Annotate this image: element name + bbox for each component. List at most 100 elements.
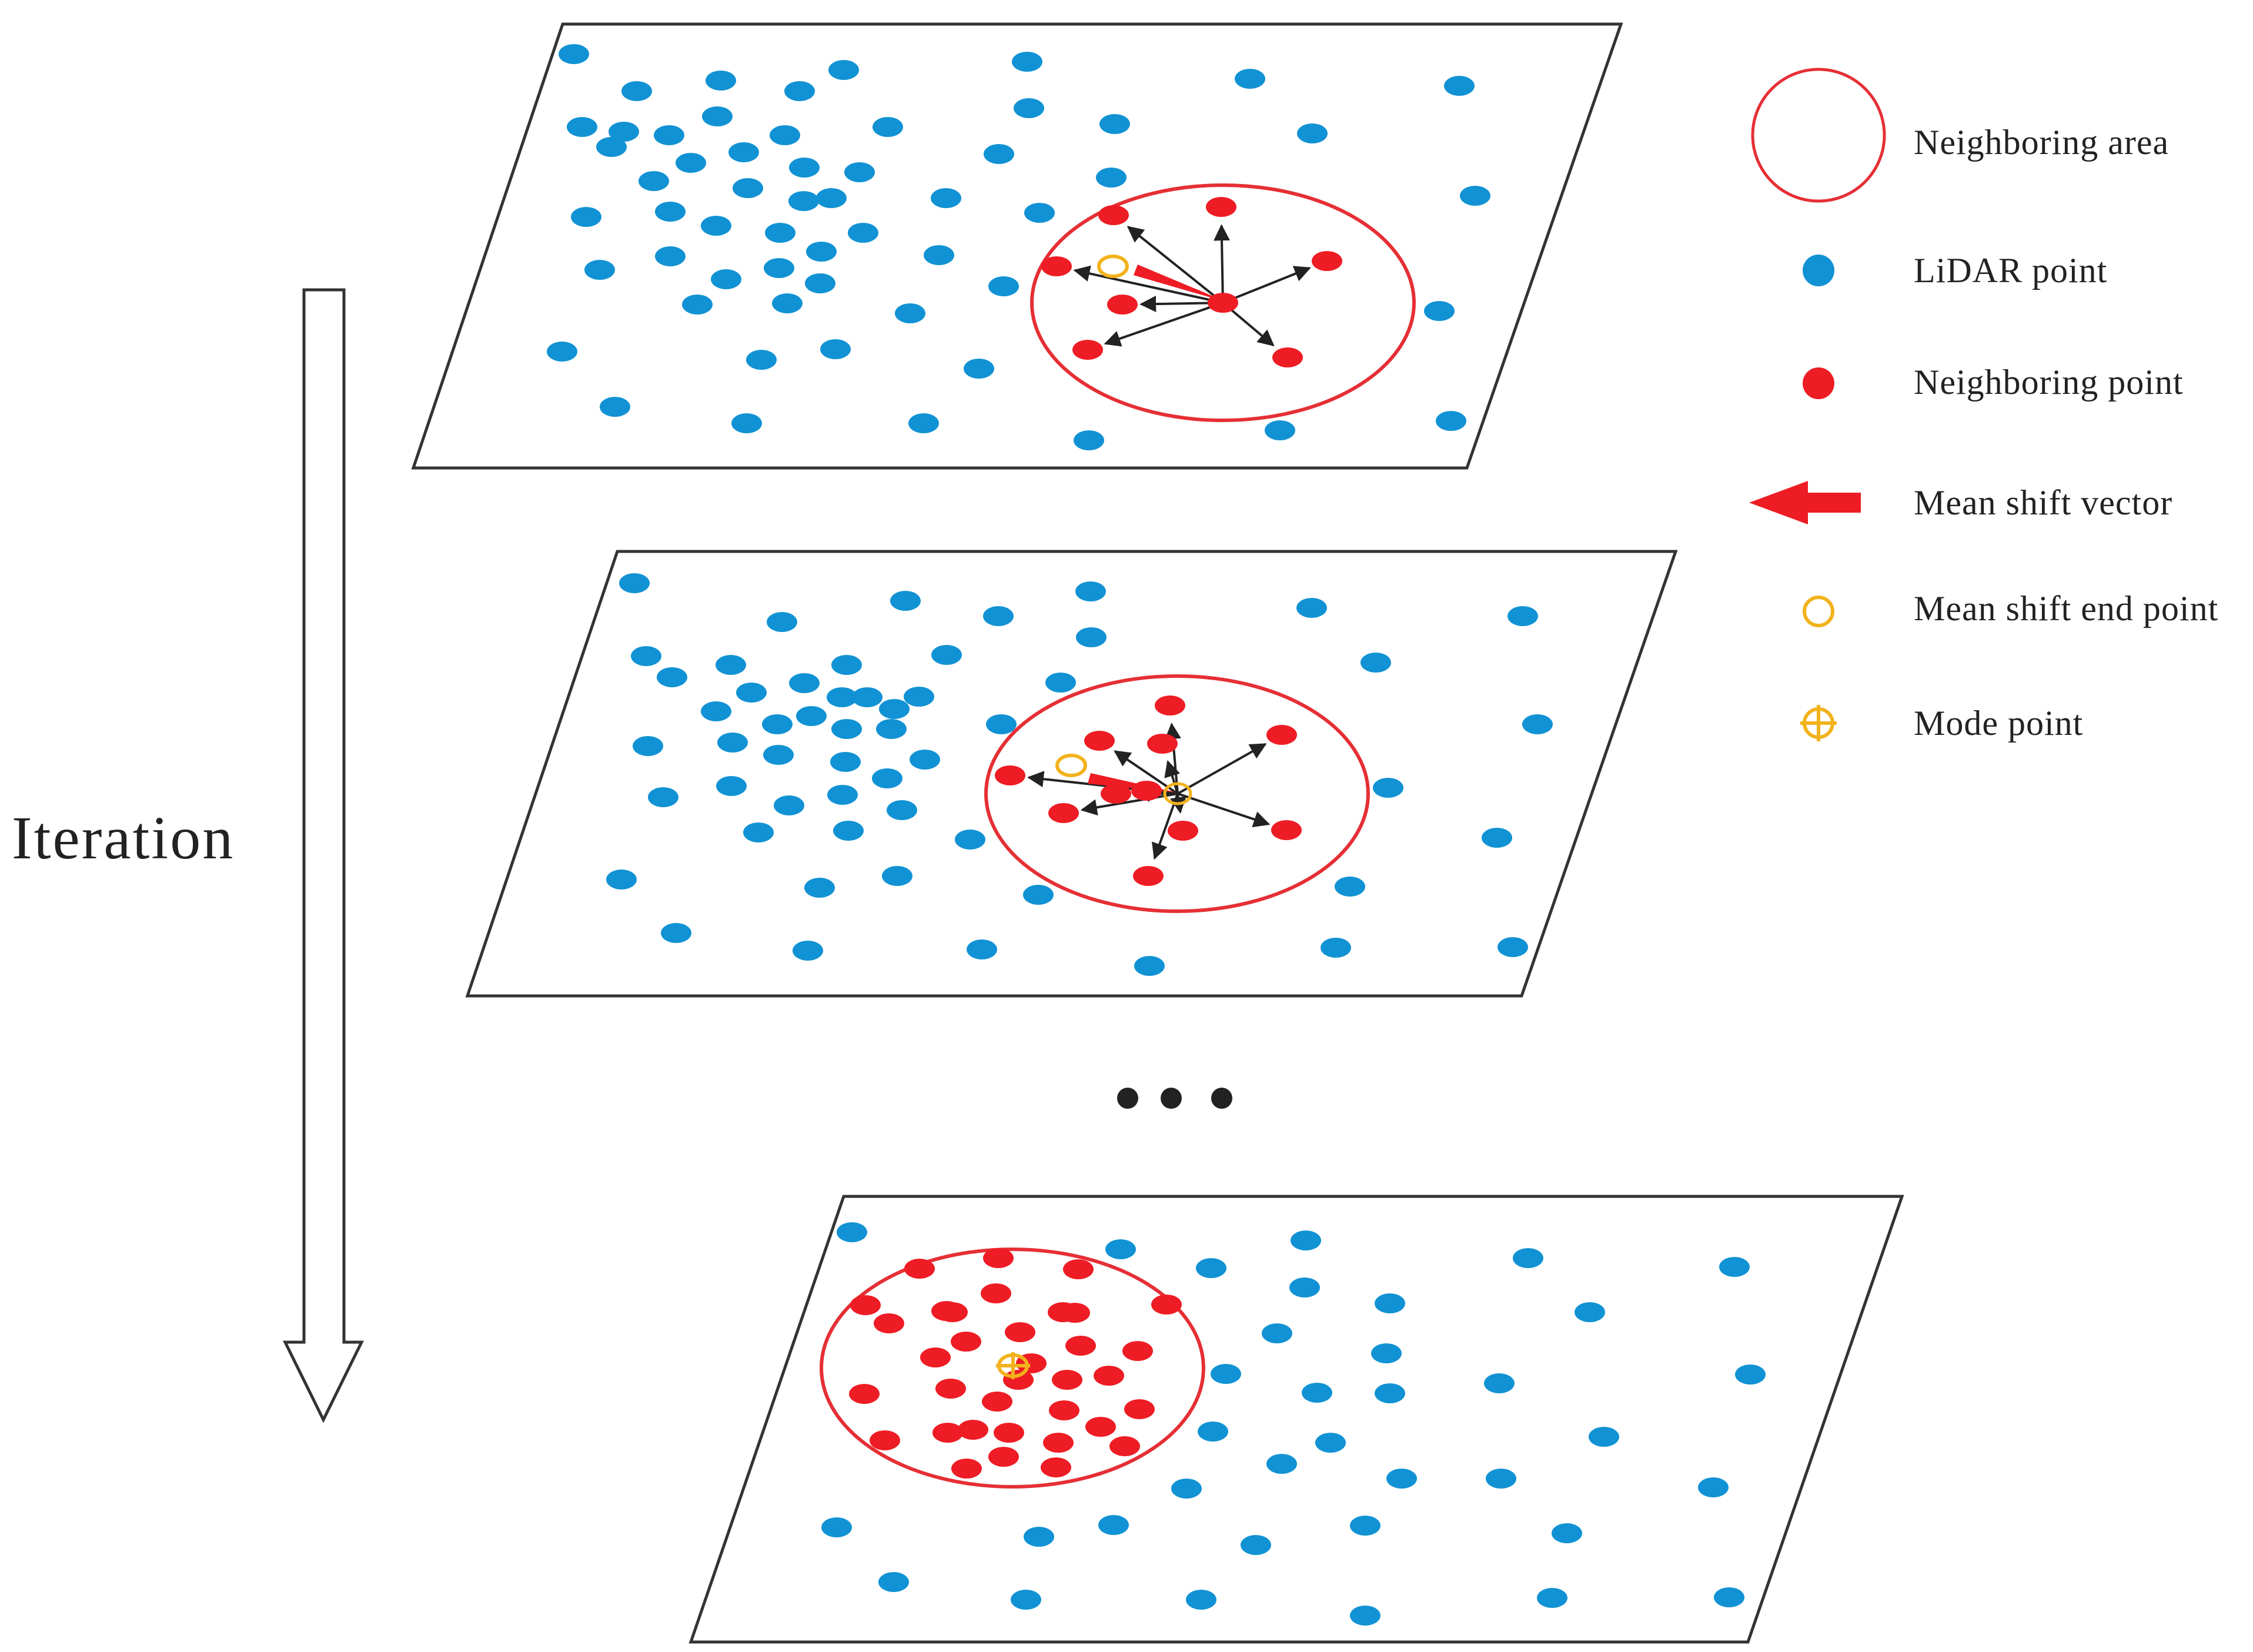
lidar-point xyxy=(1302,1383,1332,1403)
lidar-point xyxy=(1321,938,1351,958)
neighbor-vector-arrow xyxy=(1104,302,1224,347)
lidar-point xyxy=(609,122,639,142)
neighboring-point xyxy=(1085,1417,1116,1437)
lidar-point xyxy=(988,276,1019,296)
lidar-point xyxy=(784,81,815,101)
lidar-point xyxy=(789,673,820,693)
lidar-point xyxy=(873,117,903,137)
plane-3-neighboring-points xyxy=(849,1248,1182,1479)
lidar-point xyxy=(1045,673,1076,693)
neighboring-point xyxy=(1063,1259,1094,1279)
lidar-point xyxy=(1424,301,1455,321)
lidar-point xyxy=(1552,1523,1582,1543)
plane-1-neighboring-area xyxy=(1030,183,1416,422)
neighboring-point xyxy=(870,1430,900,1450)
lidar-point xyxy=(1537,1588,1567,1608)
lidar-point xyxy=(1460,186,1490,206)
lidar-point xyxy=(770,125,800,145)
lidar-point xyxy=(1522,714,1553,734)
lidar-point xyxy=(852,687,883,707)
neighboring-point xyxy=(1065,1336,1096,1356)
lidar-point xyxy=(827,785,858,805)
lidar-point xyxy=(706,71,736,91)
neighbor-vector-arrow xyxy=(1073,265,1224,304)
plane-1-lidar-points xyxy=(547,44,1490,450)
lidar-point xyxy=(1105,1239,1136,1259)
lidar-point xyxy=(1350,1516,1380,1536)
legend-neighboring-point: Neighboring point xyxy=(1803,363,2183,402)
legend-mean-shift-end-point-label: Mean shift end point xyxy=(1914,589,2218,628)
neighboring-point xyxy=(1072,340,1103,360)
lidar-point xyxy=(1211,1364,1241,1384)
legend-mean-shift-vector-label: Mean shift vector xyxy=(1914,483,2172,522)
lidar-point xyxy=(964,359,994,379)
neighbor-vector-arrow xyxy=(1126,226,1224,304)
neighboring-point xyxy=(1084,731,1115,751)
neighboring-point xyxy=(1049,1400,1079,1420)
lidar-point xyxy=(828,60,859,80)
plane-2-lidar-points xyxy=(606,573,1553,976)
lidar-point xyxy=(654,125,684,145)
lidar-point xyxy=(882,866,912,886)
neighboring-point xyxy=(1151,1295,1182,1315)
lidar-point xyxy=(648,787,678,807)
lidar-point xyxy=(879,699,910,719)
neighbor-vector-arrow xyxy=(1177,743,1267,795)
neighboring-point xyxy=(1048,803,1079,823)
lidar-point xyxy=(895,303,925,323)
lidar-point xyxy=(633,736,663,756)
lidar-point xyxy=(1735,1365,1766,1385)
plane-3-neighboring-area xyxy=(820,1248,1205,1489)
lidar-point xyxy=(639,171,669,191)
lidar-point xyxy=(788,191,819,211)
lidar-point xyxy=(1171,1479,1202,1499)
lidar-point xyxy=(1484,1373,1515,1393)
lidar-point xyxy=(661,923,691,943)
neighboring-point xyxy=(1155,695,1185,715)
lidar-point xyxy=(1134,956,1165,976)
lidar-point xyxy=(584,260,615,280)
legend-neighboring-area: Neighboring area xyxy=(1751,68,2168,203)
lidar-point xyxy=(1375,1383,1405,1403)
neighboring-point xyxy=(1168,821,1198,841)
neighboring-point xyxy=(951,1332,981,1352)
lidar-point xyxy=(746,350,777,370)
lidar-point xyxy=(631,646,661,666)
lidar-point xyxy=(796,706,827,726)
neighboring-point xyxy=(904,1259,935,1279)
lidar-point xyxy=(872,768,902,788)
legend-mean-shift-vector-icon xyxy=(1749,481,1861,524)
lidar-point xyxy=(1371,1343,1402,1363)
lidar-point xyxy=(606,870,637,889)
lidar-point xyxy=(833,821,864,841)
lidar-point xyxy=(1076,627,1107,647)
neighboring-point xyxy=(1122,1341,1153,1361)
lidar-point xyxy=(1024,203,1055,223)
lidar-point xyxy=(571,207,601,227)
plane-iteration-final xyxy=(688,1195,1904,1644)
lidar-point xyxy=(559,44,589,64)
neighboring-point xyxy=(1312,251,1342,271)
lidar-point xyxy=(1375,1293,1405,1313)
neighbor-vector-arrow xyxy=(1080,792,1178,816)
lidar-point xyxy=(844,162,875,182)
lidar-point xyxy=(728,142,759,162)
lidar-point xyxy=(1575,1302,1605,1322)
lidar-point xyxy=(682,295,713,315)
lidar-point xyxy=(1266,1454,1297,1474)
lidar-point xyxy=(596,137,627,157)
lidar-point xyxy=(887,800,917,820)
lidar-point xyxy=(816,188,847,208)
lidar-point xyxy=(831,655,862,675)
lidar-point xyxy=(1074,430,1104,450)
lidar-point xyxy=(1296,598,1327,618)
neighboring-point xyxy=(1041,1457,1071,1477)
neighboring-point xyxy=(982,1392,1012,1412)
lidar-point xyxy=(567,117,597,137)
lidar-point xyxy=(1075,581,1106,601)
lidar-point xyxy=(701,701,731,721)
lidar-point xyxy=(1186,1590,1216,1610)
lidar-point xyxy=(711,269,741,289)
lidar-point xyxy=(904,687,934,707)
